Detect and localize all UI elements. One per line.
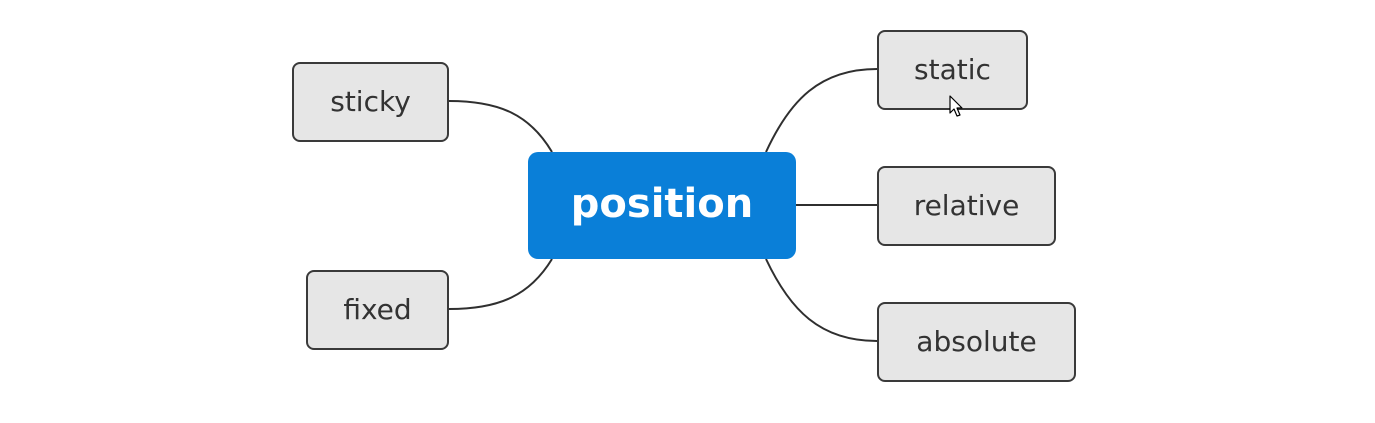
topic-fixed-label: fixed bbox=[343, 293, 412, 326]
central-topic-label: position bbox=[570, 180, 754, 227]
topic-absolute[interactable]: absolute bbox=[877, 302, 1076, 382]
topic-absolute-label: absolute bbox=[916, 325, 1037, 358]
topic-static-label: static bbox=[914, 53, 991, 86]
topic-sticky[interactable]: sticky bbox=[292, 62, 449, 142]
topic-relative[interactable]: relative bbox=[877, 166, 1056, 246]
connector-fixed bbox=[448, 258, 553, 310]
topic-fixed[interactable]: fixed bbox=[306, 270, 449, 350]
connector-static bbox=[765, 68, 878, 153]
topic-relative-label: relative bbox=[913, 189, 1020, 222]
central-topic[interactable]: position bbox=[528, 152, 796, 259]
connector-sticky bbox=[448, 100, 553, 153]
connector-absolute bbox=[765, 258, 878, 342]
topic-sticky-label: sticky bbox=[330, 85, 411, 118]
topic-static[interactable]: static bbox=[877, 30, 1028, 110]
